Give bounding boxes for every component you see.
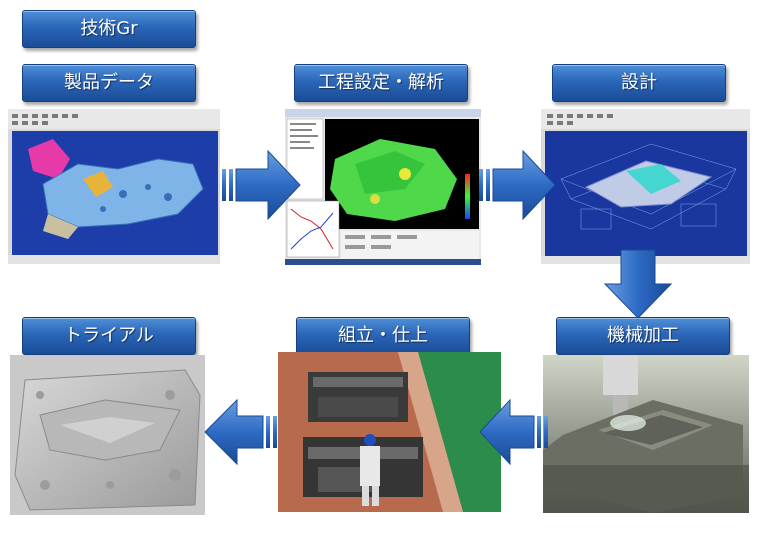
arrow-down-design-to-machining xyxy=(603,249,673,319)
assembly-photo xyxy=(278,352,501,512)
design-cad-image xyxy=(541,109,750,264)
process-analysis-image xyxy=(285,109,481,265)
step-label-process-setting: 工程設定・解析 xyxy=(294,64,468,102)
step-label-assembly: 組立・仕上 xyxy=(296,317,470,355)
arrow-right-product-to-process xyxy=(222,149,301,221)
team-title: 技術Gr xyxy=(22,10,196,48)
arrow-right-process-to-design xyxy=(479,149,556,221)
step-label-design: 設計 xyxy=(552,64,726,102)
arrow-left-machining-to-assembly xyxy=(479,398,548,466)
step-label-product-data: 製品データ xyxy=(22,64,196,102)
trial-part-photo xyxy=(10,355,205,515)
step-label-machining: 機械加工 xyxy=(556,317,730,355)
arrow-left-assembly-to-trial xyxy=(204,398,277,466)
product-data-cad-image xyxy=(8,109,220,264)
machining-photo xyxy=(543,355,749,513)
step-label-trial: トライアル xyxy=(22,317,196,355)
